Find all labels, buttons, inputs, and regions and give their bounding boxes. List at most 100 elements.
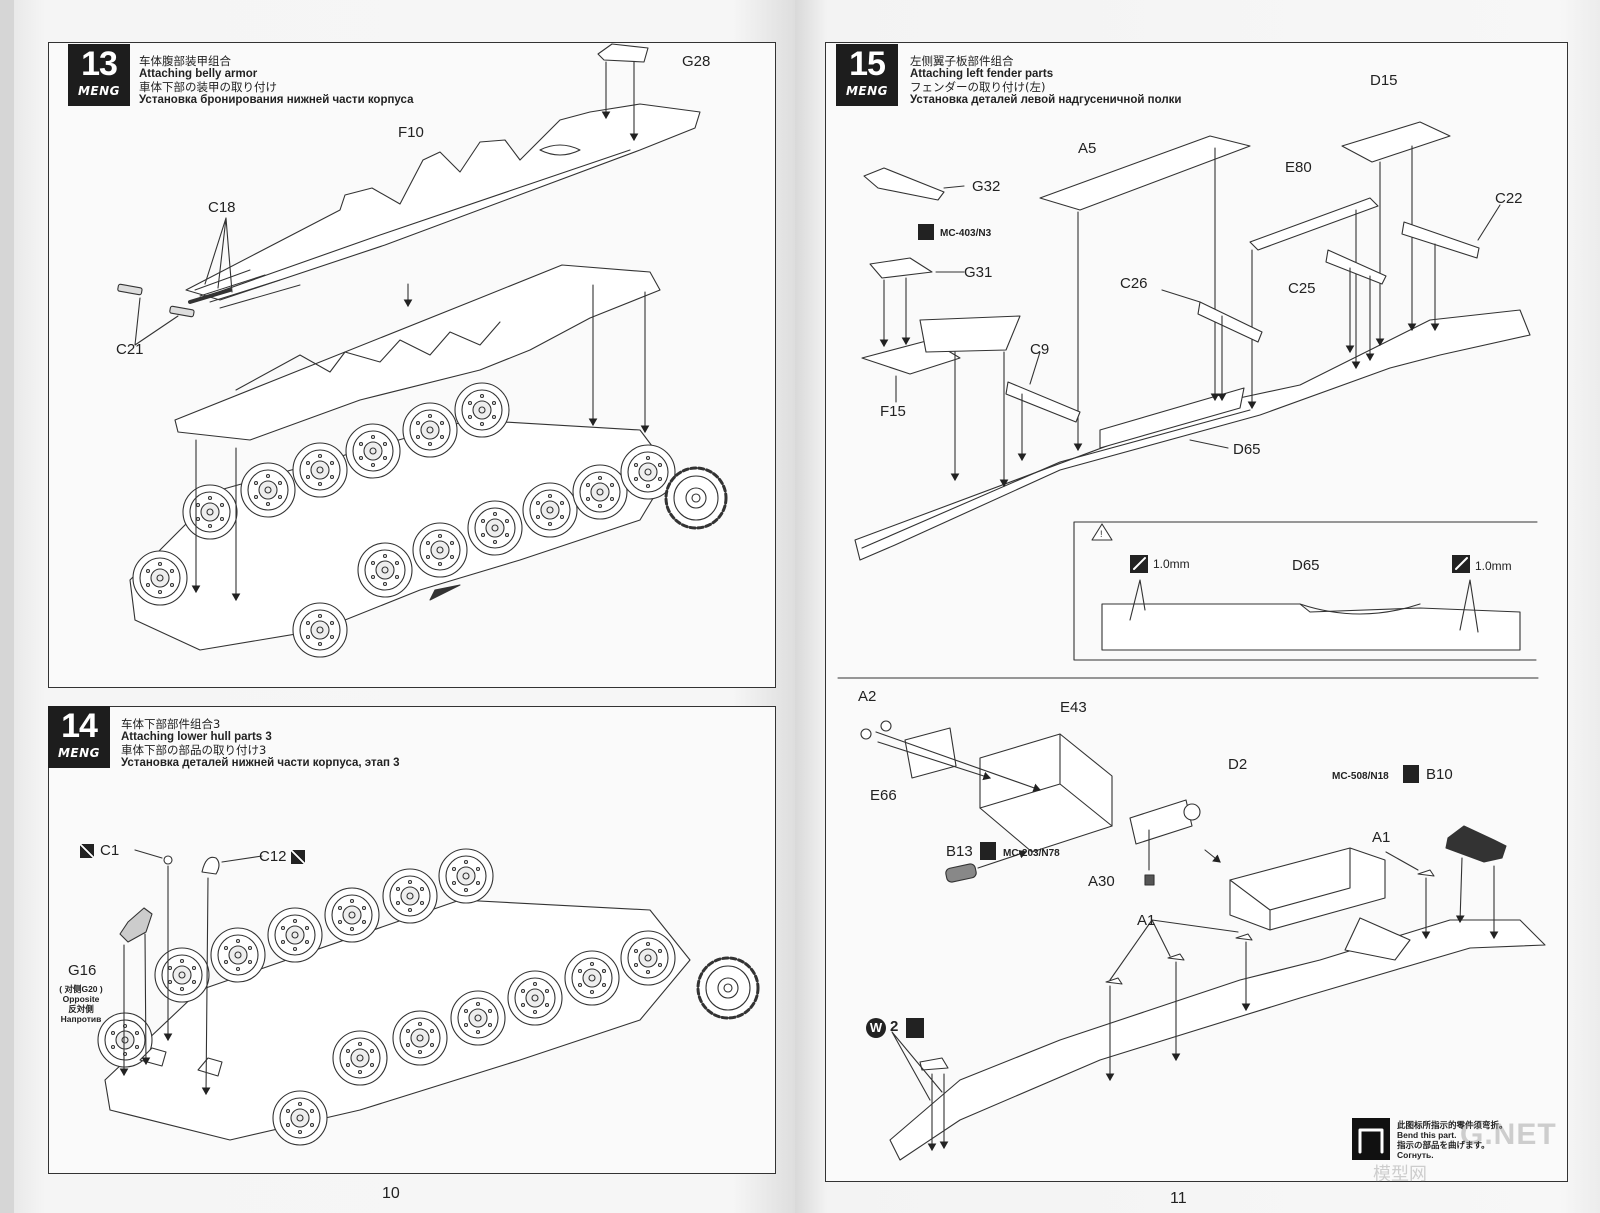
brand-logo: MENG [77, 84, 121, 98]
label-g31: G31 [964, 264, 993, 281]
step-14-hull [97, 848, 760, 1146]
bend-note-ru: Согнуть. [1397, 1150, 1434, 1160]
label-g16: G16 [68, 962, 97, 979]
page-number-right: 11 [1170, 1190, 1187, 1207]
step-number: 13 [81, 45, 118, 83]
label-a30: A30 [1088, 873, 1115, 890]
label-c18: C18 [208, 199, 236, 216]
bend-note-ja: 指示の部品を曲げます。 [1397, 1140, 1490, 1150]
label-d65-detail: D65 [1292, 557, 1320, 574]
bend-note-zh: 此图标所指示的零件须弯折。 [1397, 1120, 1508, 1130]
part-c22 [1401, 204, 1501, 332]
part-g16 [119, 907, 153, 1077]
label-c26: C26 [1120, 275, 1148, 292]
bend-small-icon [906, 1018, 924, 1038]
page-number-left: 10 [382, 1185, 400, 1202]
part-g31 [869, 257, 965, 348]
g16-opposite-note: ( 对侧G20 ) Opposite 反対側 Напротив [56, 984, 106, 1024]
step-15-fender-upper [854, 309, 1531, 561]
step-number: 15 [849, 45, 886, 83]
brand-logo: MENG [57, 746, 101, 760]
w2-count: 2 [890, 1018, 899, 1035]
part-e66 [877, 727, 992, 781]
pin-icon-c12 [291, 850, 305, 864]
step-title-en: Attaching left fender parts [910, 68, 1054, 80]
bend-icon [1352, 1118, 1390, 1160]
step-13-badge: 13 MENG [68, 44, 130, 106]
label-e66: E66 [870, 787, 897, 804]
step-title-ja: フェンダーの取り付け(左) [910, 80, 1046, 94]
opposite-ru: Напротив [60, 1014, 102, 1024]
step-title-zh: 车体腹部装甲组合 [139, 54, 231, 68]
detail-box-d65: ! [1073, 521, 1538, 661]
step-15-fender-lower [889, 917, 1546, 1161]
label-a5: A5 [1078, 140, 1097, 157]
step-title-ja: 車体下部の装甲の取り付け [139, 80, 277, 94]
belly-armor-plate-f10 [185, 103, 701, 301]
label-c9: C9 [1030, 341, 1050, 358]
part-c12 [201, 855, 263, 1096]
bend-note: 此图标所指示的零件须弯折。 Bend this part. 指示の部品を曲げます… [1397, 1120, 1508, 1160]
opposite-en: Opposite [62, 994, 100, 1004]
step-title-en: Attaching lower hull parts 3 [121, 731, 272, 743]
parts-c18 [188, 217, 301, 309]
paint-code-mc508: MC-508/N18 [1332, 771, 1389, 782]
engine-box [1229, 847, 1386, 931]
part-a30 [1144, 829, 1221, 886]
label-a1: A1 [1372, 829, 1391, 846]
part-g32 [863, 167, 965, 201]
leader-d65 [1189, 439, 1229, 449]
opposite-ja: 反対側 [68, 1004, 94, 1014]
part-c25 [1325, 249, 1387, 362]
watermark: G.NET [1460, 1118, 1557, 1151]
part-f15 [861, 315, 1021, 488]
part-c9 [1005, 351, 1081, 462]
part-a2 [860, 720, 1042, 792]
step-number: 14 [61, 707, 98, 745]
paint-code-mc203: MC-203/N78 [1003, 848, 1060, 859]
label-e43: E43 [1060, 699, 1087, 716]
watermark-sub: 模型网 [1373, 1164, 1427, 1184]
paint-icon-mc403 [918, 224, 934, 240]
brand-logo: MENG [845, 84, 889, 98]
label-b13: B13 [946, 843, 973, 860]
step-title-ru: Установка деталей левой надгусеничной по… [910, 94, 1182, 106]
label-b10: B10 [1426, 766, 1453, 783]
paint-icon-mc508 [1403, 765, 1419, 783]
label-a1-b: A1 [1137, 912, 1156, 929]
step-13-titles: 车体腹部装甲组合 Attaching belly armor 車体下部の装甲の取… [139, 55, 413, 107]
step-title-zh: 车体下部部件组合3 [121, 717, 221, 731]
w2-badge: W [866, 1018, 886, 1038]
step-title-ja: 車体下部の部品の取り付け3 [121, 743, 267, 757]
part-d15 [1341, 121, 1451, 347]
parts-a1 [1105, 851, 1435, 1082]
label-c1: C1 [100, 842, 120, 859]
step-15-badge: 15 MENG [836, 44, 898, 106]
label-c25: C25 [1288, 280, 1316, 297]
step-title-en: Attaching belly armor [139, 68, 258, 80]
pin-icon-c1 [80, 844, 94, 858]
parts-c21 [117, 283, 195, 346]
step-title-zh: 左侧翼子板部件组合 [910, 54, 1014, 68]
label-d65: D65 [1233, 441, 1261, 458]
paint-code-mc403: MC-403/N3 [940, 228, 992, 239]
part-b10 [1445, 825, 1507, 940]
label-c12: C12 [259, 848, 287, 865]
label-g28: G28 [682, 53, 711, 70]
drill-size-left: 1.0mm [1153, 557, 1190, 571]
bend-note-en: Bend this part. [1397, 1130, 1457, 1140]
opposite-zh: ( 对侧G20 ) [59, 984, 103, 994]
part-c26 [1161, 289, 1263, 402]
step-title-ru: Установка бронирования нижней части корп… [139, 94, 414, 106]
label-f10: F10 [398, 124, 424, 141]
part-a5 [1039, 135, 1251, 452]
w2-letter: W [869, 1020, 883, 1035]
label-e80: E80 [1285, 159, 1312, 176]
step-14-badge: 14 MENG [48, 706, 110, 768]
step-title-ru: Установка деталей нижней части корпуса, … [121, 757, 400, 769]
svg-text:!: ! [1100, 529, 1103, 539]
step-14-titles: 车体下部部件组合3 Attaching lower hull parts 3 車… [121, 718, 400, 770]
label-d15: D15 [1370, 72, 1398, 89]
